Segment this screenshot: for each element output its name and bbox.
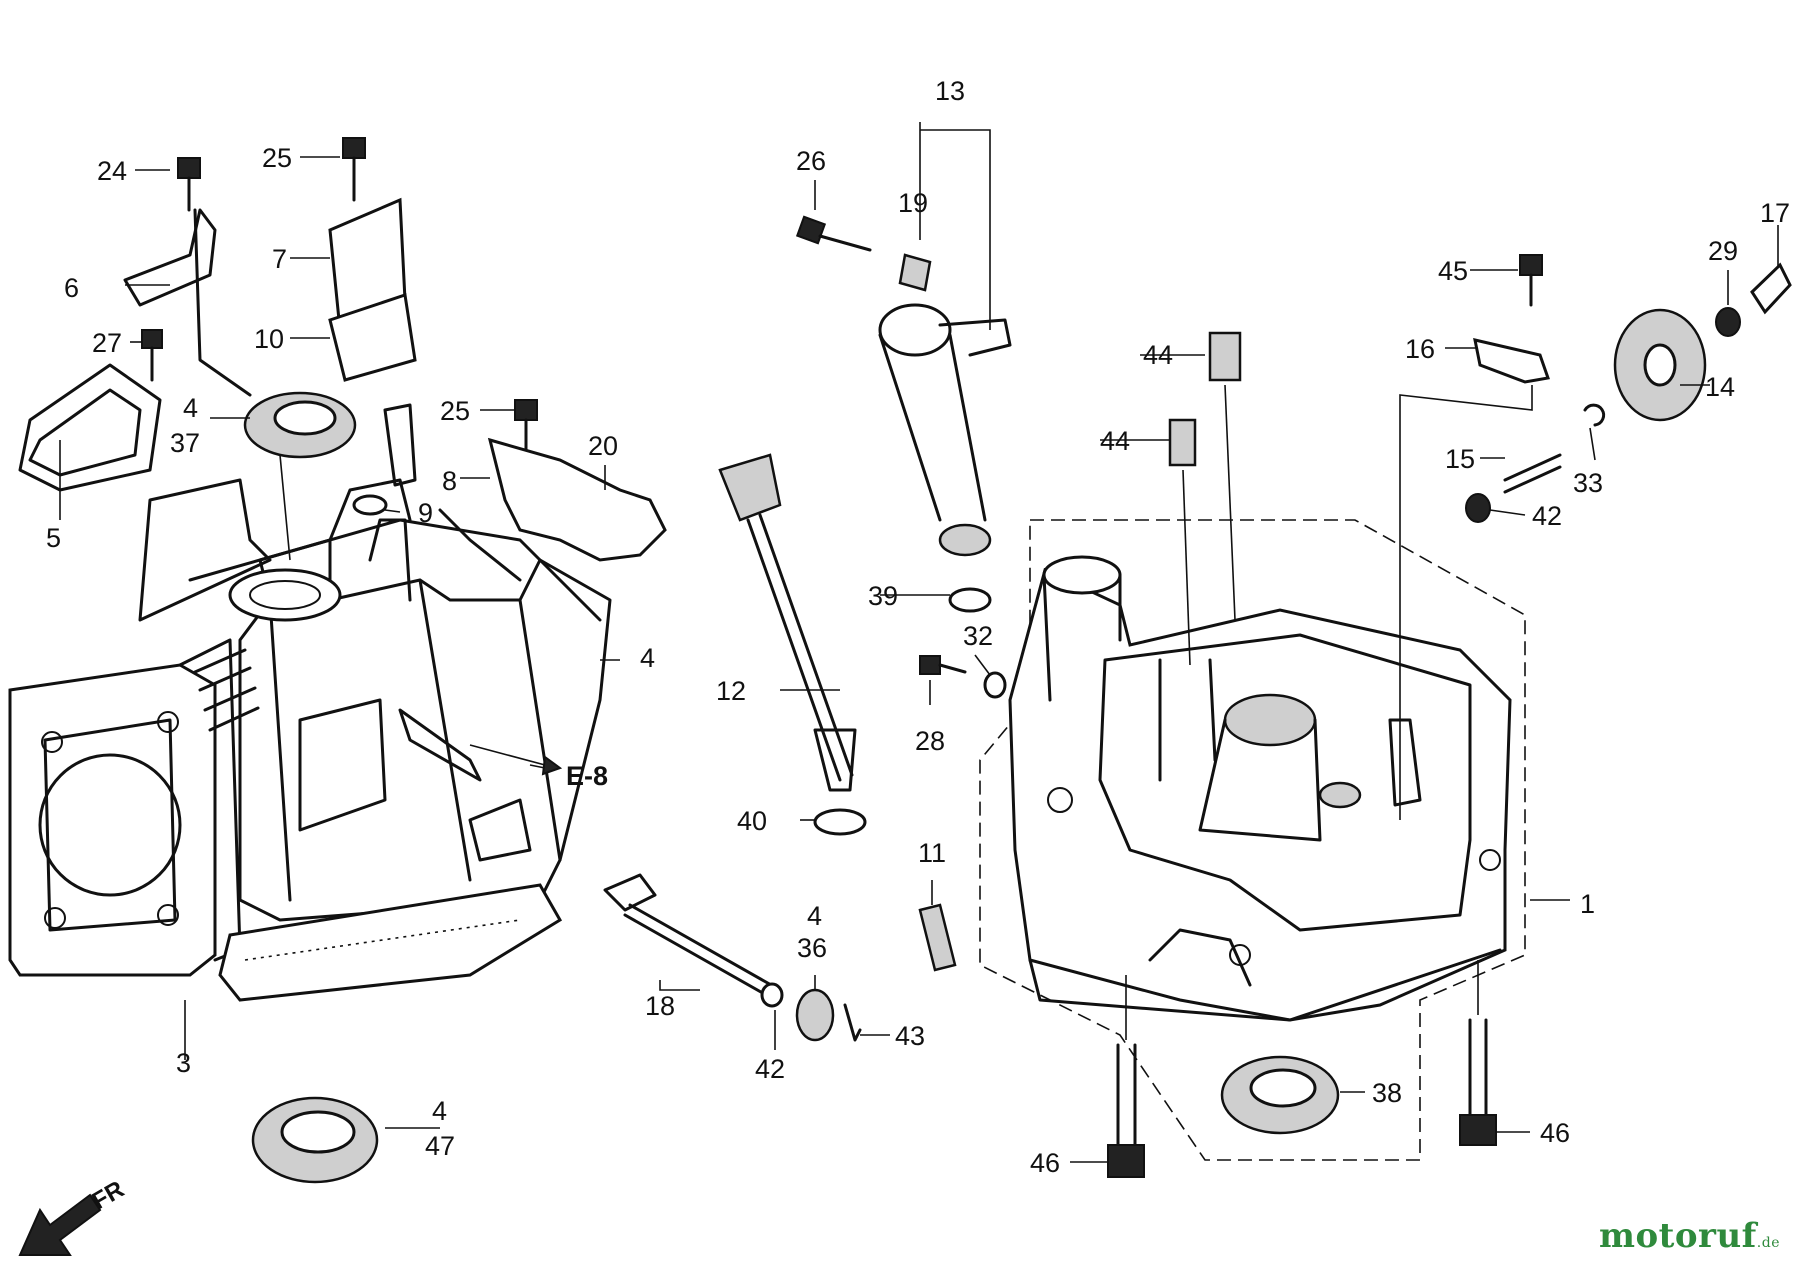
callout-29: 29 bbox=[1708, 236, 1738, 266]
callout-4d: 4 bbox=[432, 1096, 447, 1126]
callout-33: 33 bbox=[1573, 468, 1603, 498]
pin-43 bbox=[843, 1003, 862, 1042]
callout-24: 24 bbox=[97, 156, 127, 186]
washer-32 bbox=[983, 671, 1007, 699]
callout-5: 5 bbox=[46, 523, 61, 553]
callout-25a: 25 bbox=[262, 143, 292, 173]
callout-42a: 42 bbox=[1532, 501, 1562, 531]
lock-plate bbox=[1473, 338, 1550, 384]
oil-seal-47 bbox=[251, 1096, 379, 1184]
callout-40: 40 bbox=[737, 806, 767, 836]
damper bbox=[918, 903, 957, 972]
governor-plate bbox=[487, 437, 667, 562]
reference-arrow-line bbox=[469, 744, 546, 766]
dowel-44-lower bbox=[1168, 418, 1197, 467]
cylinder-block bbox=[8, 478, 612, 1002]
breather-tube bbox=[18, 363, 162, 492]
callout-14: 14 bbox=[1705, 372, 1735, 402]
callout-16: 16 bbox=[1405, 334, 1435, 364]
callout-12: 12 bbox=[716, 676, 746, 706]
o-ring-39 bbox=[948, 587, 992, 613]
callout-labels: 1 3 4 4 4 4 4 5 6 7 8 9 10 11 12 13 14 1… bbox=[46, 76, 1790, 1215]
callout-27: 27 bbox=[92, 328, 122, 358]
crankcase-cover bbox=[979, 519, 1526, 1161]
callout-32: 32 bbox=[963, 621, 993, 651]
flange-bolt-46-right bbox=[1459, 1018, 1497, 1146]
front-direction-arrow bbox=[18, 1193, 102, 1256]
callout-43: 43 bbox=[895, 1021, 925, 1051]
bolt-25-upper bbox=[342, 137, 366, 202]
callout-28: 28 bbox=[915, 726, 945, 756]
callout-8: 8 bbox=[442, 466, 457, 496]
callout-18: 18 bbox=[645, 991, 675, 1021]
watermark-main: motoruf bbox=[1599, 1216, 1757, 1256]
callout-37: 37 bbox=[170, 428, 200, 458]
seal-ring-9 bbox=[352, 494, 388, 516]
callout-9: 9 bbox=[418, 498, 433, 528]
callout-6: 6 bbox=[64, 273, 79, 303]
callout-26: 26 bbox=[796, 146, 826, 176]
cap-17 bbox=[1750, 262, 1792, 315]
callout-46b: 46 bbox=[1540, 1118, 1570, 1148]
breather-valve bbox=[383, 403, 417, 487]
callout-42b: 42 bbox=[755, 1054, 785, 1084]
oil-seal-38 bbox=[1220, 1055, 1340, 1135]
o-ring-40 bbox=[813, 808, 867, 836]
watermark: motoruf.de bbox=[1599, 1216, 1780, 1256]
callout-4b: 4 bbox=[640, 643, 655, 673]
washer-29 bbox=[1715, 307, 1741, 337]
gear-shaft bbox=[1503, 453, 1562, 494]
callout-1: 1 bbox=[1580, 889, 1595, 919]
dowel-19 bbox=[898, 253, 932, 292]
bolt-27 bbox=[141, 329, 163, 382]
callout-4a: 4 bbox=[183, 393, 198, 423]
oil-pump-gear bbox=[1613, 308, 1707, 422]
bolt-28 bbox=[919, 655, 967, 675]
callout-44b: 44 bbox=[1100, 426, 1130, 456]
callout-17: 17 bbox=[1760, 198, 1790, 228]
callout-44a: 44 bbox=[1143, 340, 1173, 370]
bracket-rod bbox=[193, 208, 252, 397]
dowel-44-upper bbox=[1208, 331, 1242, 382]
callout-3: 3 bbox=[176, 1048, 191, 1078]
clip-33 bbox=[1583, 403, 1606, 427]
callout-36: 36 bbox=[797, 933, 827, 963]
washer-42-upper bbox=[1465, 493, 1491, 523]
callout-25b: 25 bbox=[440, 396, 470, 426]
oil-filler-tube bbox=[878, 303, 1012, 557]
bolt-24 bbox=[177, 157, 201, 212]
callout-38: 38 bbox=[1372, 1078, 1402, 1108]
callout-19: 19 bbox=[898, 188, 928, 218]
washer-42-lower bbox=[760, 982, 784, 1008]
control-bracket bbox=[123, 208, 217, 307]
reference-arrowhead bbox=[541, 755, 563, 776]
callout-47: 47 bbox=[425, 1131, 455, 1161]
reference-label: E-8 bbox=[566, 761, 608, 791]
watermark-suffix: .de bbox=[1756, 1235, 1780, 1251]
breather-gasket bbox=[328, 293, 417, 382]
callout-10: 10 bbox=[254, 324, 284, 354]
callout-7: 7 bbox=[272, 244, 287, 274]
leader-lines bbox=[59, 122, 1779, 1163]
bolt-45 bbox=[1519, 254, 1543, 307]
callout-4c: 4 bbox=[807, 901, 822, 931]
bolt-26 bbox=[795, 215, 872, 252]
callout-11: 11 bbox=[918, 838, 946, 868]
callout-45: 45 bbox=[1438, 256, 1468, 286]
flange-bolt-46-left bbox=[1107, 1043, 1145, 1178]
callout-39: 39 bbox=[868, 581, 898, 611]
governor-gear bbox=[795, 988, 835, 1042]
callout-46a: 46 bbox=[1030, 1148, 1060, 1178]
governor-shaft bbox=[603, 873, 782, 1002]
dipstick bbox=[718, 453, 857, 792]
oil-seal bbox=[243, 391, 357, 459]
callout-15: 15 bbox=[1445, 444, 1475, 474]
callout-20: 20 bbox=[588, 431, 618, 461]
callout-13: 13 bbox=[935, 76, 965, 106]
